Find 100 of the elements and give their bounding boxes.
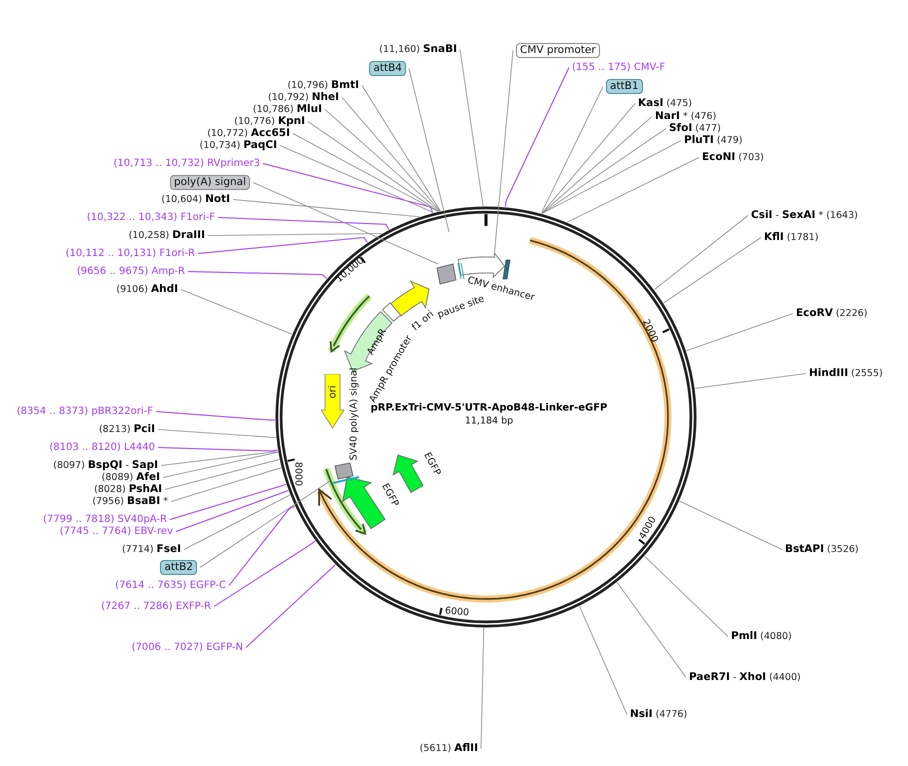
restriction-site-label: PaeR7I - XhoI (4400) <box>689 671 801 684</box>
restriction-site-label: (7714) FseI <box>122 543 181 556</box>
map-title: pRP.ExTri-CMV-5'UTR-ApoB48-Linker-eGFP <box>370 402 608 414</box>
restriction-site-label: (10,258) DraIII <box>128 229 205 242</box>
restriction-site-label: (10,796) BmtI <box>287 79 359 92</box>
restriction-site-label: (8097) BspQI - SapI <box>53 459 158 472</box>
primer-label: (7745 .. 7764) EBV-rev <box>60 525 173 538</box>
leader-line <box>246 564 336 648</box>
restriction-site-label: (10,604) NotI <box>161 193 230 206</box>
feature-tag: attB4 <box>369 61 406 76</box>
restriction-site-label: KflI (1781) <box>764 231 818 244</box>
leader-line <box>170 484 287 520</box>
leader-line <box>542 86 604 212</box>
leader-line <box>214 540 316 607</box>
primer-label: (10,713 .. 10,732) RVprimer3 <box>113 157 260 170</box>
leader-line <box>342 97 440 212</box>
leader-line <box>208 233 382 236</box>
leader-line <box>408 68 450 232</box>
leader-line <box>654 215 748 290</box>
restriction-site-label: (5611) AflII <box>420 742 478 755</box>
feature-tag: poly(A) signal <box>170 175 250 190</box>
restriction-site-label: KasI (475) <box>638 97 692 110</box>
leader-line <box>180 289 292 335</box>
leader-line <box>542 128 666 214</box>
leader-line <box>362 85 441 212</box>
primer-label: (8354 .. 8373) pBR322ori-F <box>16 405 153 418</box>
leader-line <box>494 50 514 258</box>
restriction-site-label: (10,786) MluI <box>252 103 322 116</box>
leader-line <box>160 451 278 466</box>
restriction-site-label: CsiI - SexAI* (1643) <box>751 209 858 222</box>
restriction-site-label: (9106) AhdI <box>116 283 178 296</box>
restriction-site-label: EcoRV (2226) <box>796 307 868 320</box>
tick-label: 8000 <box>292 462 304 486</box>
leader-line <box>170 467 282 502</box>
leader-line <box>616 582 686 678</box>
restriction-site-label: (8213) PciI <box>98 423 155 436</box>
primer-label: (10,322 .. 10,343) F1ori-F <box>86 211 215 224</box>
restriction-site-label: (7956) BsaBI* <box>92 495 168 508</box>
feature-label: ori <box>326 386 339 398</box>
leader-line <box>218 217 390 230</box>
primer-label: (10,112 .. 10,131) F1ori-R <box>66 247 195 260</box>
restriction-site-label: (10,772) Acc65I <box>207 127 290 140</box>
leader-line <box>198 237 368 254</box>
restriction-site-label: NarI* (476) <box>655 110 716 123</box>
primer-label: (7267 .. 7286) EXFP-R <box>101 600 211 613</box>
restriction-site-label: (8028) PshAI <box>94 483 162 496</box>
leader-line <box>679 500 782 550</box>
restriction-site-label: PluTI (479) <box>684 134 742 147</box>
leader-line <box>308 121 439 212</box>
feature-arrow <box>321 374 344 429</box>
leader-line <box>228 506 296 586</box>
restriction-site-label: NsiI (4776) <box>630 708 688 721</box>
leader-line <box>480 628 484 749</box>
leader-line <box>162 452 278 478</box>
restriction-site-label: (8089) AfeI <box>102 471 160 484</box>
restriction-site-label: (10,734) PaqCI <box>200 139 277 152</box>
tick-label: 2000 <box>640 318 660 344</box>
leader-line <box>184 494 290 550</box>
leader-line <box>158 429 276 438</box>
leader-line <box>541 116 652 214</box>
leader-line <box>694 373 806 389</box>
restriction-site-label: (10,776) KpnI <box>234 115 305 128</box>
leader-line <box>232 199 420 218</box>
primer-label: (155 .. 175) CMV-F <box>572 61 666 74</box>
leader-line <box>252 182 438 264</box>
restriction-site-label: EcoNI (703) <box>702 151 764 164</box>
primer-label: (7614 .. 7635) EGFP-C <box>115 579 226 592</box>
leader-line <box>541 103 636 214</box>
feature-label: f1 ori <box>410 308 436 334</box>
leader-line <box>176 490 289 532</box>
leader-line <box>505 67 570 208</box>
restriction-site-label: (11,160) SnaBI <box>379 43 457 56</box>
restriction-site-label: SfoI (477) <box>669 122 721 135</box>
leader-line <box>542 140 682 214</box>
restriction-site-label: (10,792) NheI <box>268 91 339 104</box>
primer-label: (8103 .. 8120) L4440 <box>49 441 155 454</box>
feature-tag: attB2 <box>160 560 197 575</box>
leader-line <box>200 480 330 568</box>
leader-line <box>686 313 794 352</box>
feature-tag: CMV promoter <box>516 43 600 58</box>
leader-line <box>663 237 762 304</box>
feature-tag: attB1 <box>606 79 643 94</box>
leader-line <box>188 271 328 280</box>
plasmid-size: 11,184 bp <box>464 416 514 426</box>
leader-line <box>579 606 628 715</box>
leader-line <box>460 49 484 206</box>
leader-line <box>324 109 440 212</box>
restriction-site-label: HindIII (2555) <box>809 367 883 380</box>
leader-line <box>164 459 280 490</box>
leader-line <box>566 157 700 223</box>
leader-line <box>644 556 728 637</box>
leader-line <box>262 163 433 214</box>
restriction-site-label: PmlI (4080) <box>731 630 792 643</box>
leader-line <box>158 447 278 452</box>
restriction-site-label: BstAPI (3526) <box>785 543 859 556</box>
tick-label: 6000 <box>444 605 470 619</box>
primer-label: (7006 .. 7027) EGFP-N <box>132 641 243 654</box>
leader-line <box>280 145 434 214</box>
primer-label: (9656 .. 9675) Amp-R <box>76 265 185 278</box>
feature-label: pause site <box>436 293 486 321</box>
